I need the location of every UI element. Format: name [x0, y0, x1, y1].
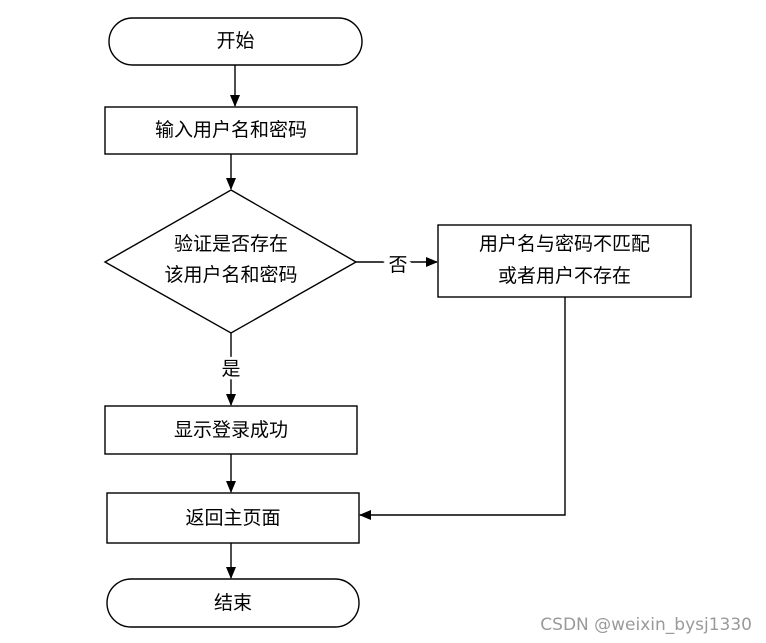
decision-label-line-2: 该用户名和密码 — [164, 264, 297, 286]
error-label-line-1: 用户名与密码不匹配 — [479, 233, 650, 255]
edge-error-to-return — [359, 297, 566, 520]
start-node-label: 开始 — [216, 30, 254, 52]
verify-decision-node: 验证是否存在 该用户名和密码 — [103, 189, 358, 334]
login-success-node: 显示登录成功 — [104, 405, 358, 455]
input-credentials-node: 输入用户名和密码 — [104, 106, 358, 155]
decision-label-line-1: 验证是否存在 — [174, 233, 288, 255]
watermark-text: CSDN @weixin_bysj1330 — [540, 615, 752, 635]
no-branch-label: 否 — [388, 254, 407, 276]
yes-branch-label: 是 — [221, 358, 240, 380]
return-home-label: 返回主页面 — [185, 507, 280, 529]
start-node: 开始 — [108, 17, 363, 66]
input-credentials-label: 输入用户名和密码 — [155, 119, 307, 141]
login-success-label: 显示登录成功 — [174, 419, 288, 441]
mismatch-error-node: 用户名与密码不匹配 或者用户不存在 — [437, 224, 692, 298]
return-home-node: 返回主页面 — [106, 492, 360, 544]
end-node-label: 结束 — [214, 592, 252, 614]
error-label-line-2: 或者用户不存在 — [498, 265, 631, 287]
end-node: 结束 — [106, 578, 360, 628]
